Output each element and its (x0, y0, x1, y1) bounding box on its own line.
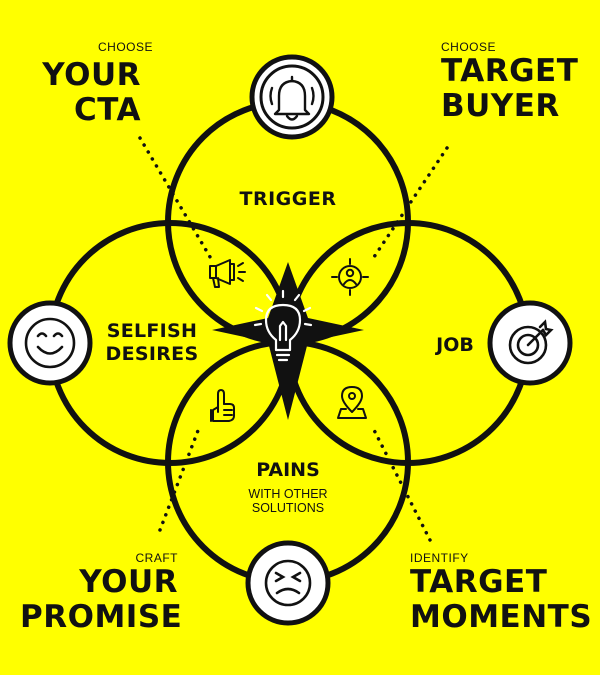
corner-top-right-line-1: TARGET (441, 53, 579, 89)
corner-bottom-right-line-1: TARGET (410, 564, 548, 600)
corner-top-left-small: CHOOSE (98, 40, 154, 54)
corner-top-right-line-2: BUYER (441, 88, 560, 124)
connector-buyer (372, 146, 449, 259)
label-pains-sub-line-2: SOLUTIONS (251, 501, 325, 515)
corner-top-left-title: YOUR CTA (40, 58, 141, 128)
corner-top-right-small: CHOOSE (441, 40, 497, 54)
connector-cta (138, 136, 215, 264)
label-selfish-desires: SELFISH DESIRES (105, 320, 199, 365)
corner-bottom-left-line-2: PROMISE (20, 599, 183, 635)
label-pains-sub: WITH OTHER SOLUTIONS (228, 487, 348, 515)
label-job: JOB (436, 334, 474, 356)
node-target (487, 300, 573, 386)
lightbulb-icon (253, 289, 313, 362)
corner-bottom-right-small: IDENTIFY (410, 551, 469, 565)
target-person-icon (331, 258, 369, 296)
corner-bottom-right: IDENTIFY TARGET MOMENTS (410, 551, 592, 635)
pointing-hand-icon (210, 389, 235, 422)
connector-moments (372, 428, 432, 542)
corner-top-left-line-1: YOUR (42, 57, 141, 93)
corner-bottom-left-small: CRAFT (135, 551, 178, 565)
center-star (212, 262, 364, 420)
node-smiley (7, 300, 93, 386)
node-upset (245, 540, 331, 626)
corner-bottom-right-line-2: MOMENTS (410, 599, 593, 635)
corner-top-left: CHOOSE (98, 40, 153, 54)
bell-icon (269, 75, 315, 121)
label-pains-sub-line-1: WITH OTHER (248, 487, 328, 501)
upset-face-icon (264, 559, 312, 607)
smiley-face-icon (24, 317, 76, 369)
corner-bottom-left-line-1: YOUR (79, 564, 178, 600)
corner-top-right: CHOOSE TARGET BUYER (441, 40, 578, 124)
megaphone-icon (209, 259, 246, 288)
corner-bottom-left: CRAFT YOUR PROMISE (20, 551, 183, 635)
label-pains: PAINS (256, 459, 320, 481)
node-bell (249, 54, 335, 140)
target-arrow-icon (508, 319, 554, 365)
map-pin-icon (337, 386, 367, 419)
corner-top-left-line-2: CTA (74, 92, 141, 128)
label-trigger: TRIGGER (239, 188, 337, 210)
